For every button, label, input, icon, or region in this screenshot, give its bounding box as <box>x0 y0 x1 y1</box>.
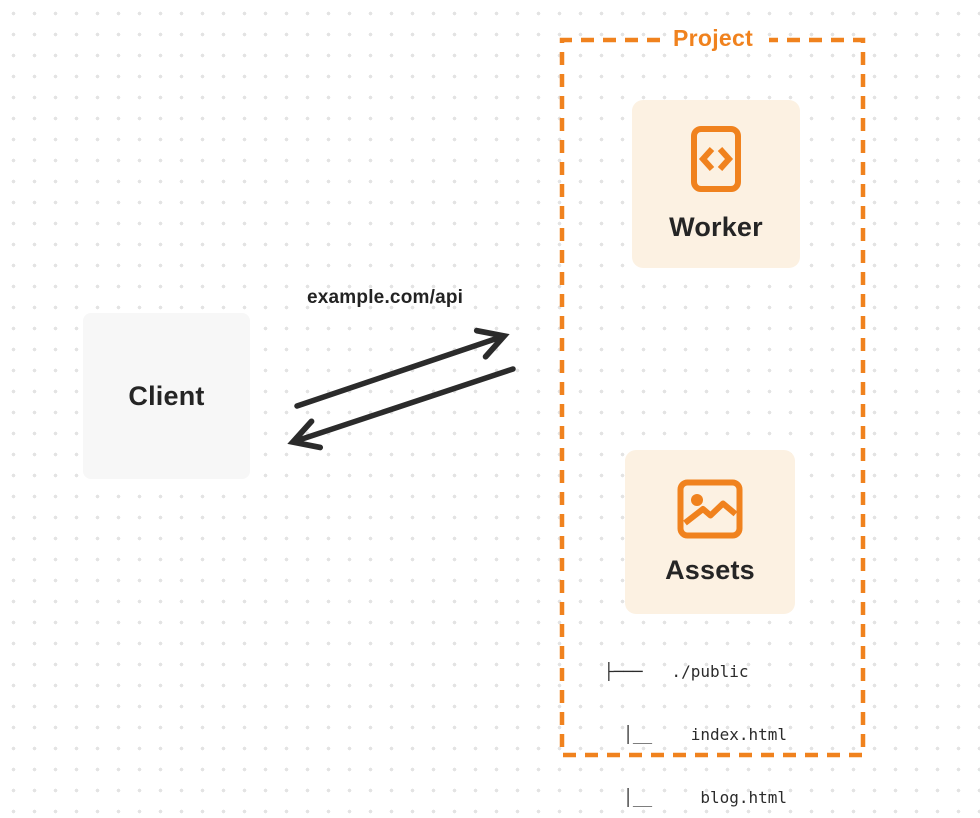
client-label: Client <box>128 380 205 411</box>
client-node: Client <box>83 313 250 479</box>
code-file-icon <box>691 126 741 192</box>
image-icon <box>677 479 743 538</box>
request-url-label: example.com/api <box>307 287 464 308</box>
worker-label: Worker <box>669 212 763 242</box>
request-arrow <box>294 327 510 409</box>
file-tree: ├─── ./public │__ index.html │__ blog.ht… <box>604 619 787 818</box>
file-tree-line-public: ├─── ./public <box>604 662 749 681</box>
assets-node: Assets <box>625 450 795 614</box>
file-tree-line-index: │__ index.html <box>604 725 788 744</box>
project-label: Project <box>672 24 754 51</box>
assets-label: Assets <box>665 554 755 585</box>
worker-node: Worker <box>632 100 800 268</box>
file-tree-line-blog: │__ blog.html <box>604 788 788 807</box>
response-arrow <box>287 366 516 451</box>
